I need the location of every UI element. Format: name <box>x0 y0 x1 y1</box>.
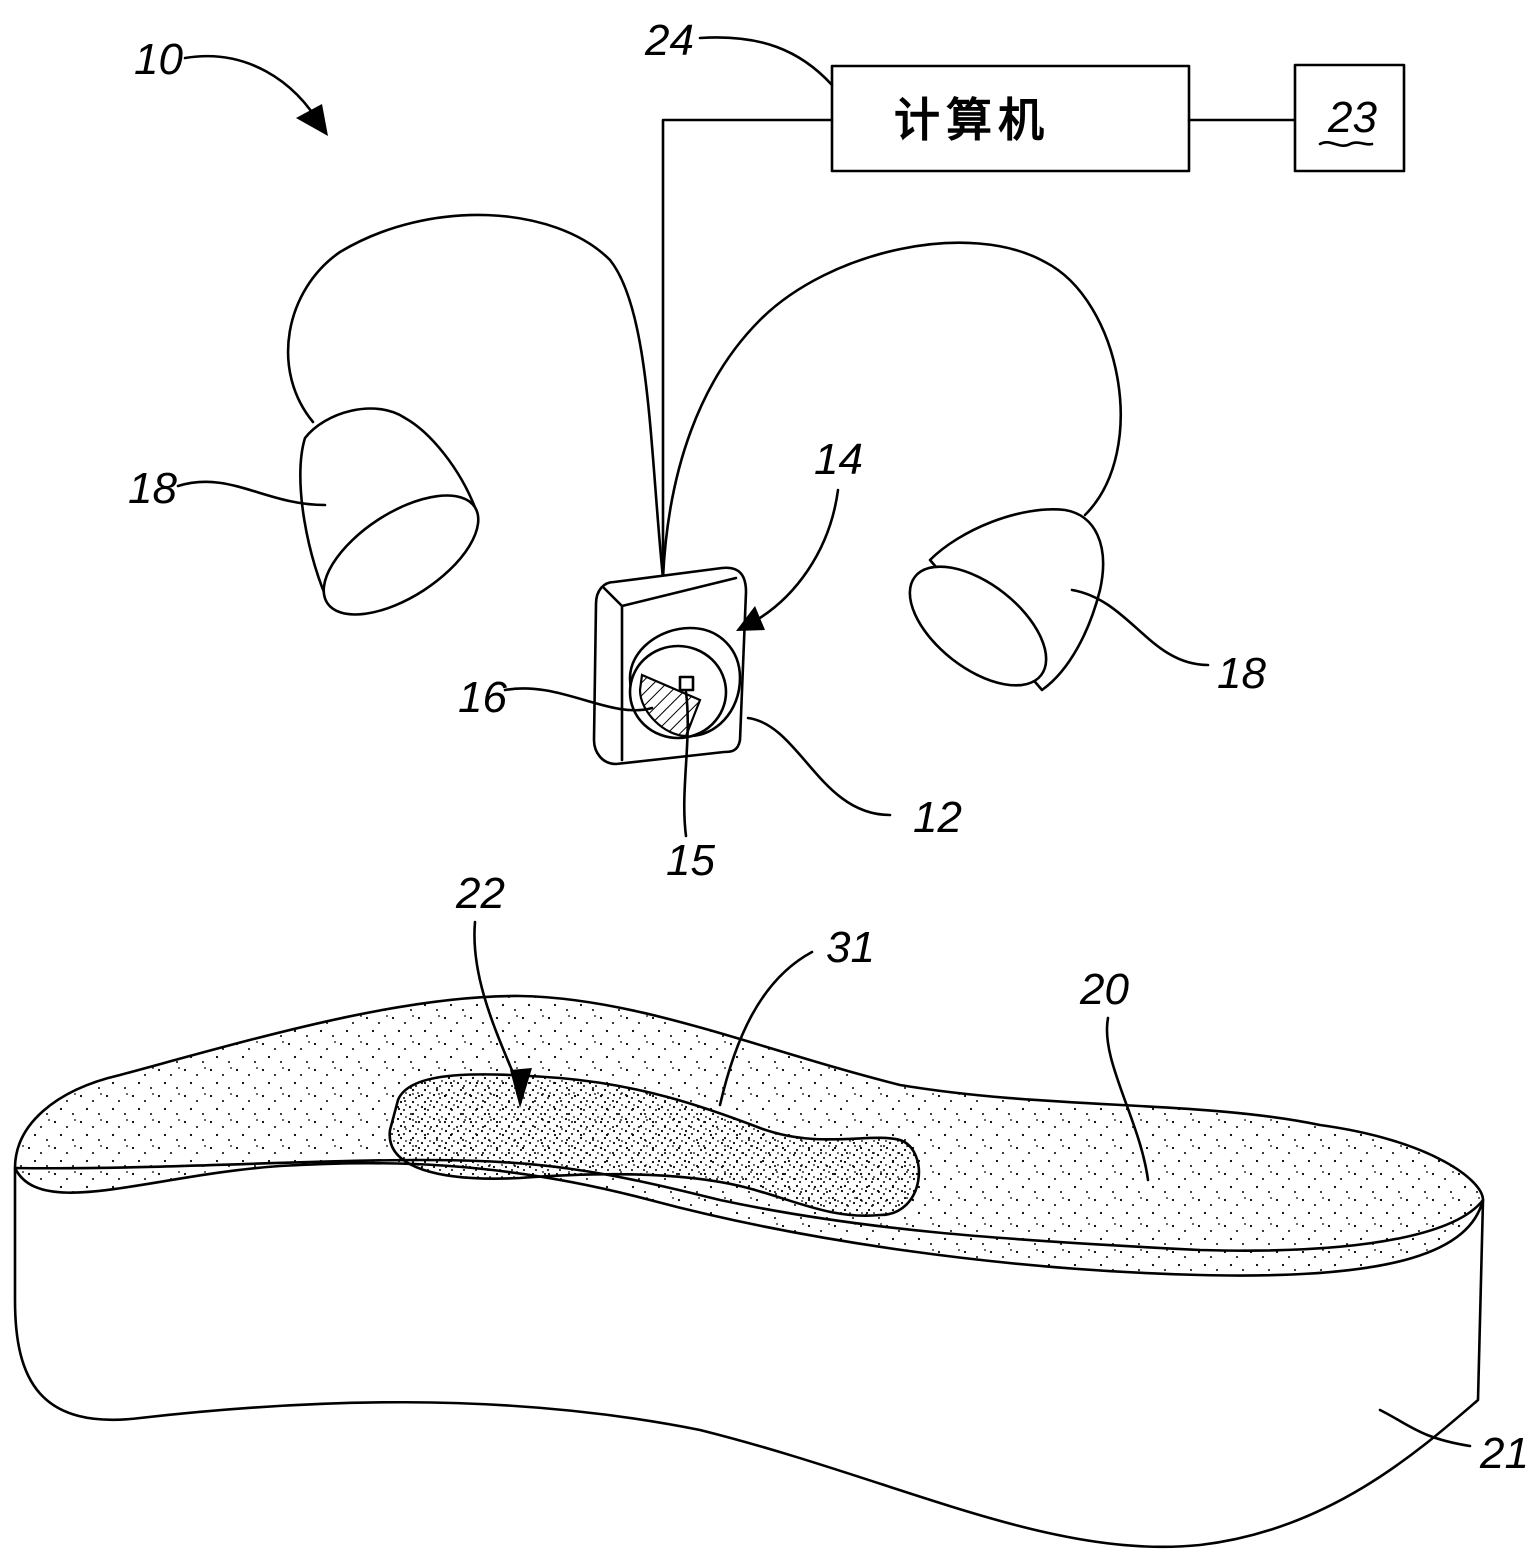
foam-block <box>13 994 1485 1549</box>
sensor-leader <box>682 690 690 838</box>
outline-leader <box>718 950 814 1107</box>
lens-leader <box>746 488 840 627</box>
computer-leader <box>698 36 834 87</box>
storage-underline <box>1318 141 1374 147</box>
footprint-impression <box>388 1073 921 1217</box>
left-light <box>299 407 480 616</box>
ref-surface: 20 <box>1079 965 1129 1014</box>
ref-filter: 16 <box>458 673 507 722</box>
base-leader <box>1378 1408 1472 1448</box>
arrowhead-icon <box>510 1068 532 1108</box>
light-left-leader <box>176 480 327 507</box>
sensor-icon <box>678 675 695 692</box>
light-right-leader <box>1070 588 1210 667</box>
right-light-cable <box>661 241 1122 580</box>
ref-camera-body: 12 <box>913 793 962 842</box>
ref-sensor: 15 <box>666 836 715 885</box>
footprint-leader <box>473 920 520 1087</box>
ref-computer: 24 <box>644 16 694 65</box>
body-leader <box>746 716 892 817</box>
filter-leader <box>503 687 654 712</box>
ref-footprint-outline: 31 <box>826 923 875 972</box>
ref-footprint: 22 <box>455 869 505 918</box>
ref-light-right: 18 <box>1217 649 1266 698</box>
camera <box>592 566 748 766</box>
storage-box <box>1293 63 1406 173</box>
ref-camera-lens: 14 <box>814 435 863 484</box>
ref-storage: 23 <box>1327 93 1377 142</box>
camera-cable <box>661 118 834 580</box>
left-light-cable <box>286 213 665 580</box>
system-leader <box>183 54 328 136</box>
computer-box <box>830 64 1191 173</box>
arrowhead-icon <box>736 606 765 631</box>
ref-system: 10 <box>134 35 183 84</box>
ref-light-left: 18 <box>128 464 177 513</box>
right-light <box>908 508 1105 692</box>
ref-base: 21 <box>1479 1429 1529 1478</box>
computer-label: 计算机 <box>894 93 1050 147</box>
surface-leader <box>1105 1016 1150 1182</box>
arrowhead-icon <box>296 104 328 136</box>
